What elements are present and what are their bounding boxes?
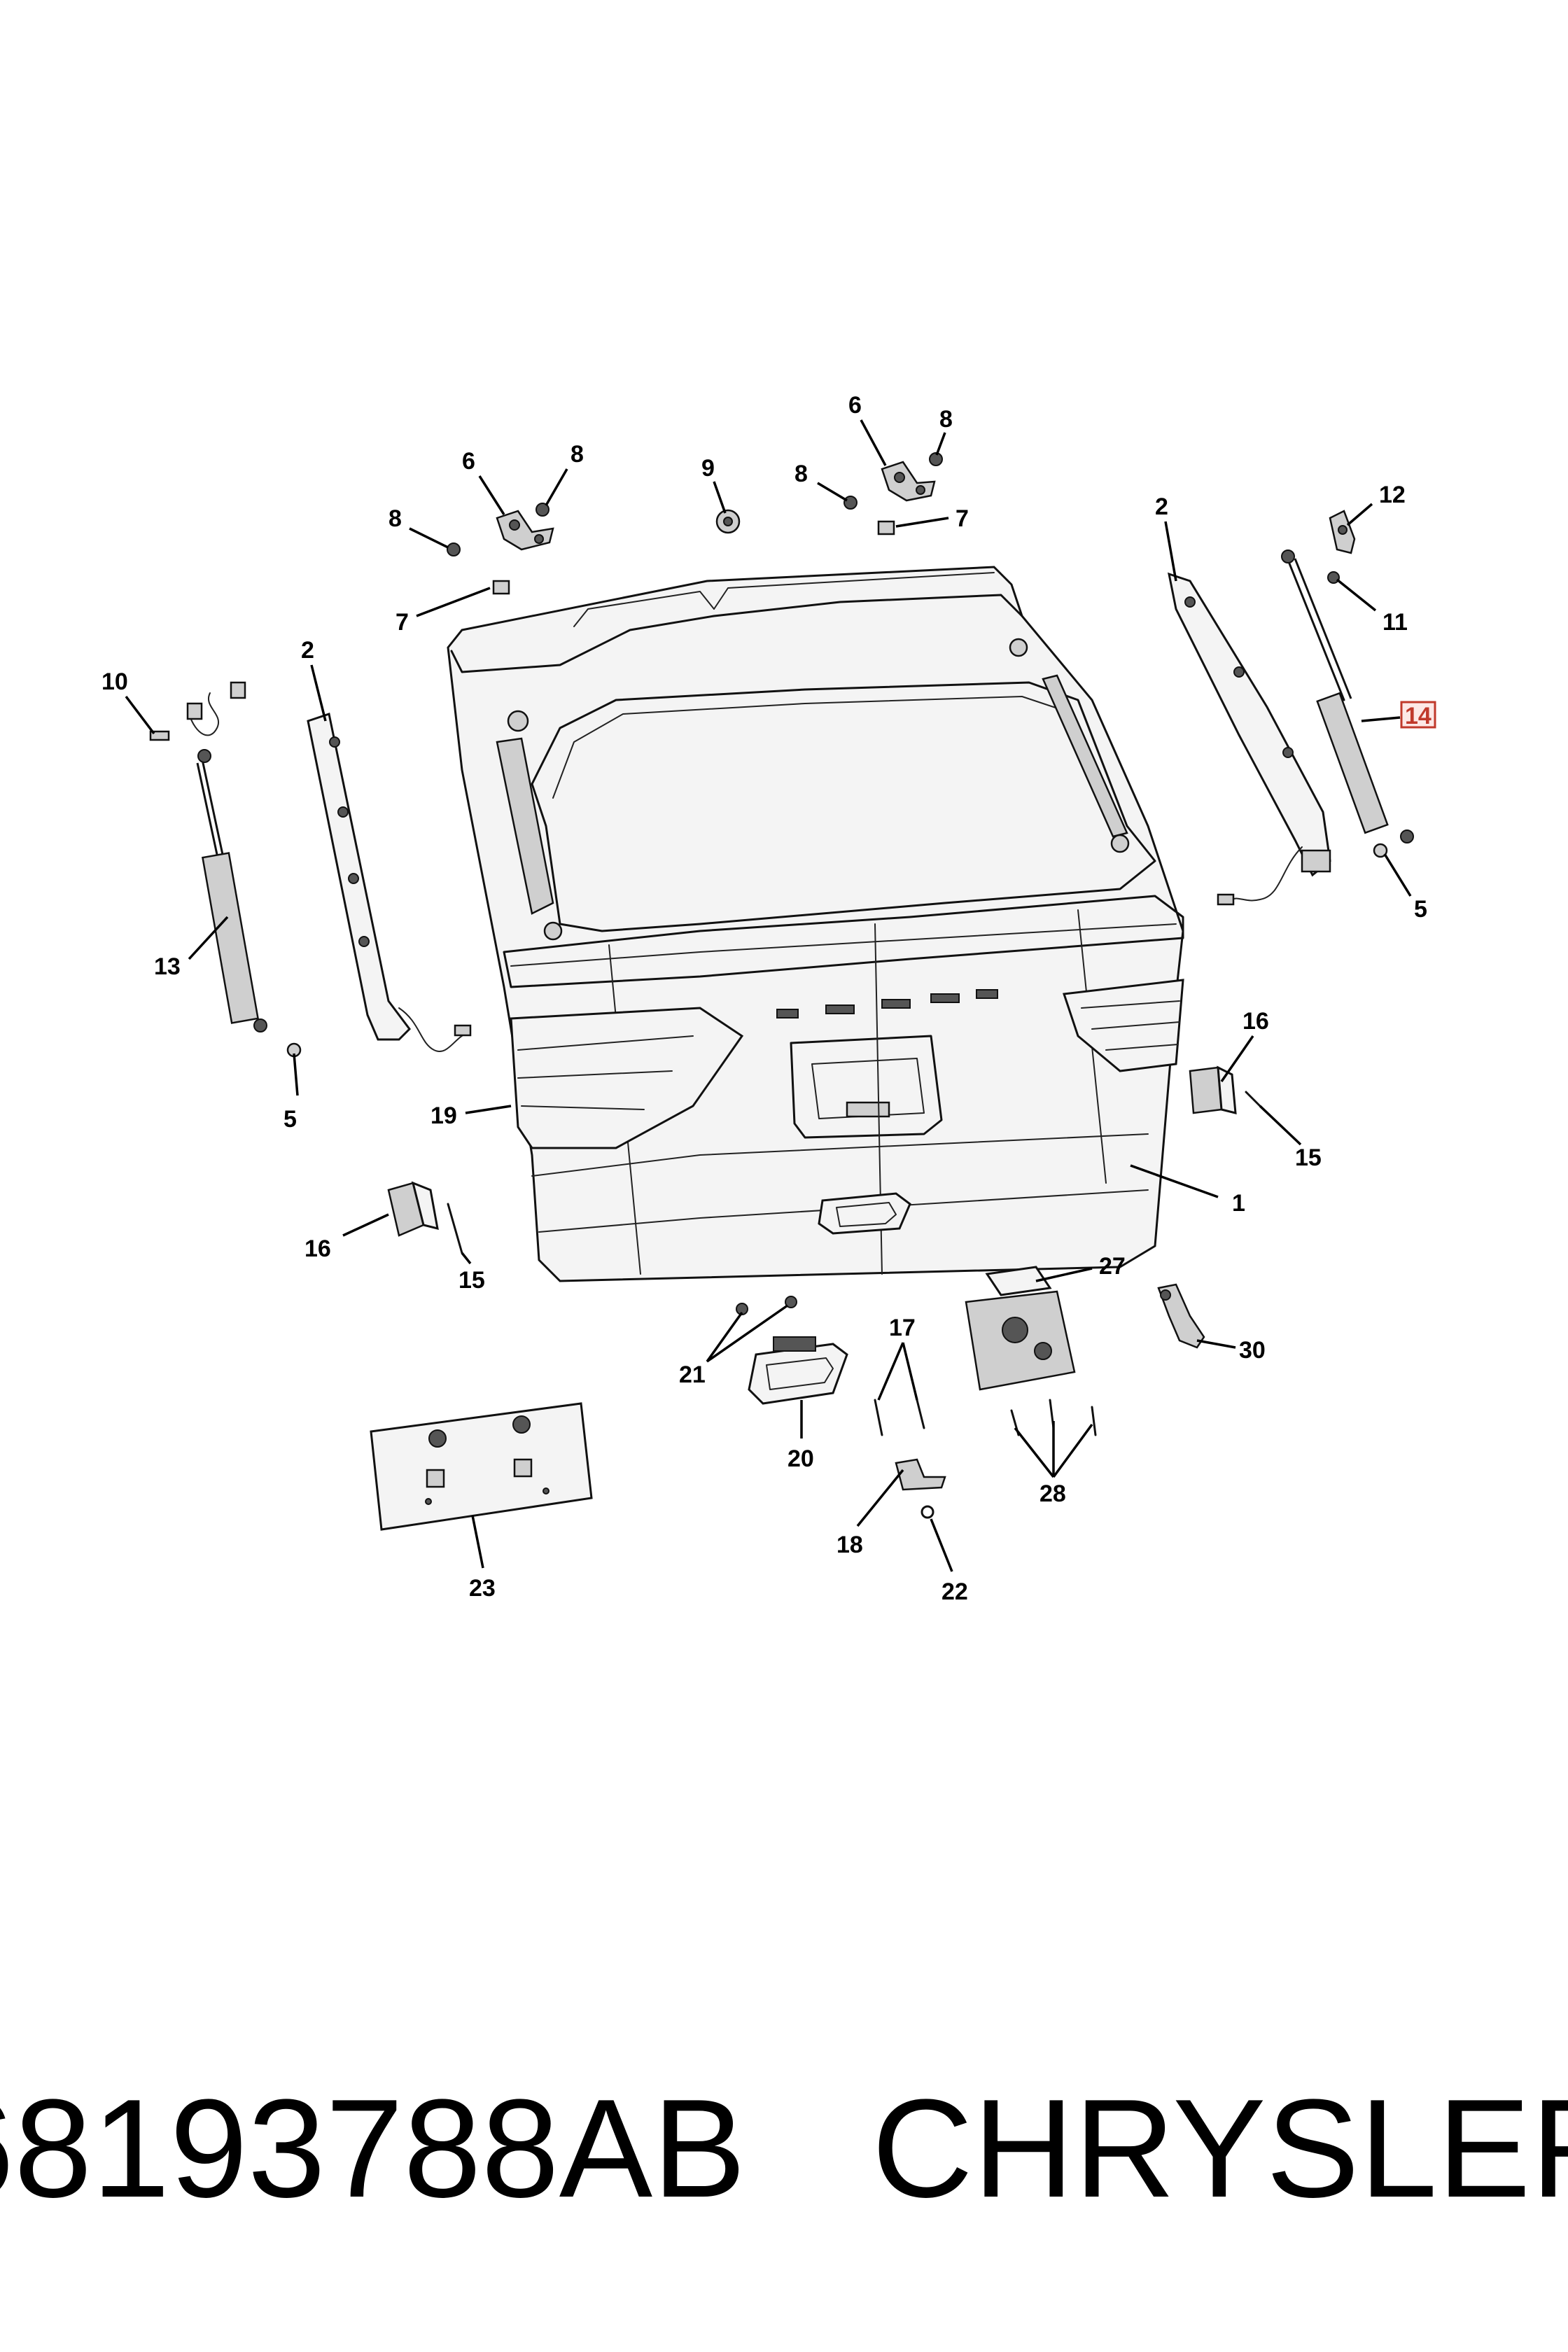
callout-13: 13	[154, 953, 181, 980]
liftgate-panel	[447, 566, 1184, 1282]
bumper-screws	[447, 1091, 1261, 1254]
callout-2-left: 2	[301, 637, 314, 664]
callout-12: 12	[1379, 482, 1406, 508]
callout-22: 22	[941, 1578, 968, 1605]
ball-studs	[149, 730, 1388, 1058]
callout-16-right: 16	[1242, 1008, 1269, 1035]
license-plate-bracket	[370, 1402, 593, 1531]
callout-8-d: 8	[939, 406, 953, 433]
callout-21: 21	[679, 1362, 706, 1388]
bumper-right	[1189, 1065, 1237, 1114]
striker	[874, 1399, 946, 1519]
strut-bracket	[1327, 510, 1356, 584]
callout-18: 18	[836, 1532, 863, 1558]
bumper-left	[387, 1181, 439, 1237]
callout-14: 14	[1405, 703, 1432, 729]
callout-20: 20	[788, 1446, 814, 1472]
gas-strut-right	[1281, 550, 1414, 844]
callout-8-a: 8	[388, 505, 402, 532]
release-handle	[736, 1296, 848, 1405]
callout-7-left: 7	[396, 609, 409, 636]
callout-15-right: 15	[1295, 1144, 1322, 1171]
wiring-channel-left	[307, 713, 472, 1052]
callout-9: 9	[701, 455, 715, 482]
tail-lamp-left	[510, 1007, 744, 1149]
callout-5-right: 5	[1414, 896, 1427, 923]
callout-19: 19	[430, 1102, 457, 1129]
callout-15-left: 15	[458, 1267, 485, 1294]
callout-5-left: 5	[284, 1106, 297, 1133]
part-caption: 68193788AB CHRYSLER	[0, 2051, 1568, 2247]
callout-6-left: 6	[462, 448, 475, 475]
leader-lines	[125, 419, 1412, 1572]
hinge-left	[496, 510, 554, 551]
callout-7-right: 7	[955, 505, 969, 532]
latch-assembly	[965, 1266, 1097, 1436]
callout-6-right: 6	[848, 392, 862, 419]
callout-10: 10	[102, 668, 128, 695]
callout-17: 17	[889, 1315, 916, 1341]
callout-28: 28	[1040, 1480, 1066, 1507]
brand-name: CHRYSLER	[872, 2071, 1568, 2227]
lock-bracket	[1157, 1283, 1205, 1349]
callout-1: 1	[1232, 1190, 1245, 1217]
callout-16-left: 16	[304, 1236, 331, 1262]
part-number: 68193788AB	[0, 2071, 746, 2227]
callout-14-highlight-box	[1400, 701, 1436, 729]
callout-11: 11	[1382, 609, 1408, 636]
callout-labels: 1 2 2 5 5 6 6 7 7 8 8 8 8 9 10 11 12 13 …	[102, 392, 1436, 1605]
callout-8-c: 8	[794, 461, 808, 487]
callout-23: 23	[469, 1575, 496, 1602]
gas-strut-left	[186, 681, 267, 1032]
callout-8-b: 8	[570, 441, 584, 468]
callout-27: 27	[1099, 1253, 1126, 1280]
hinge-right	[881, 461, 936, 502]
tail-lamp-right	[1062, 979, 1184, 1072]
wiring-channel-right	[1168, 572, 1331, 906]
callout-30: 30	[1239, 1337, 1266, 1364]
callout-2-right: 2	[1155, 493, 1168, 520]
